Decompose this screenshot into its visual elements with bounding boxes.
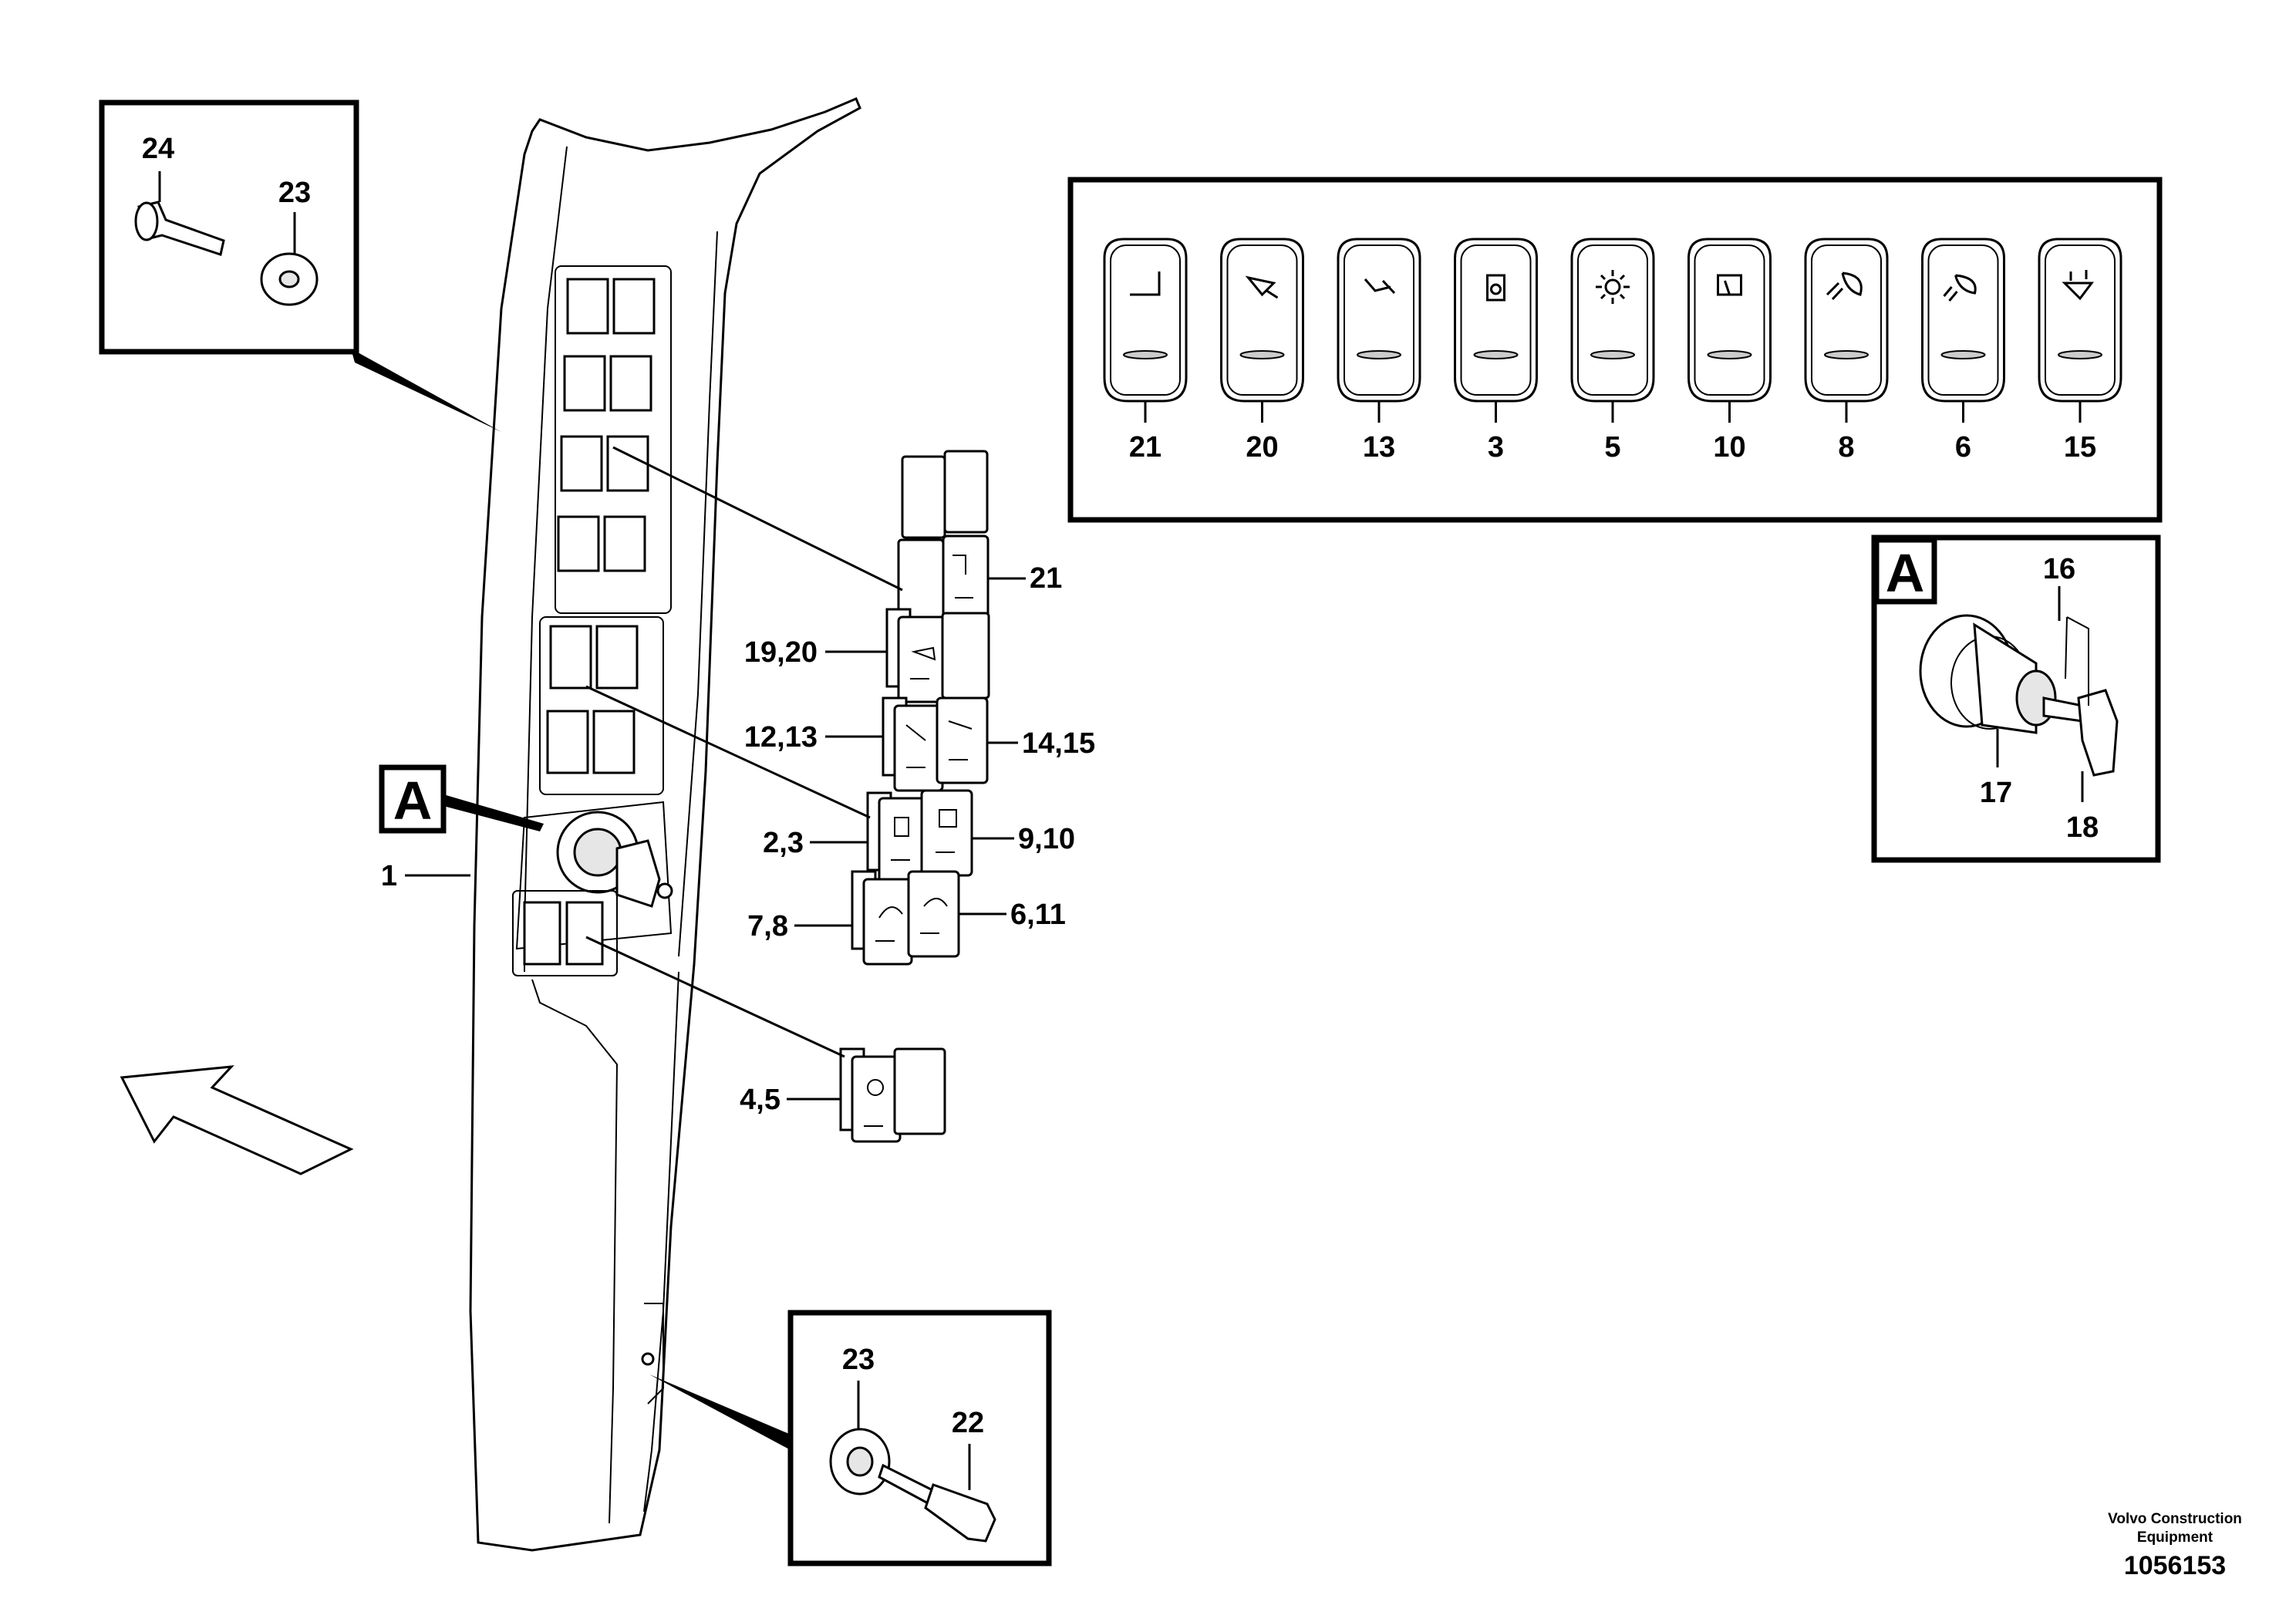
legend-switch-number: 20 <box>1246 431 1278 464</box>
detail-bolt-washer-top: 24 23 <box>99 99 501 432</box>
callout-12-13: 12,13 <box>744 721 818 754</box>
cab-lock-icon <box>1486 274 1505 302</box>
callout-2-3: 2,3 <box>763 827 804 859</box>
company-name-line-1: Volvo Construction <box>2108 1511 2242 1527</box>
callout-22: 22 <box>952 1407 984 1439</box>
legend-switch-number: 6 <box>1955 431 1971 464</box>
pillar-panel <box>469 97 861 1552</box>
leader-lines <box>405 446 1026 1101</box>
callout-1: 1 <box>381 860 397 892</box>
callout-18: 18 <box>2066 811 2099 844</box>
callout-6-11: 6,11 <box>1010 899 1066 931</box>
wiper-icon <box>1717 274 1742 296</box>
detail-a-marker: A <box>1886 543 1925 603</box>
detail-bolt-washer-bottom: 23 22 <box>649 1310 1052 1566</box>
pillar-switch-slots <box>546 278 656 774</box>
work-light-icon <box>1826 271 1863 301</box>
document-number: 1056153 <box>2123 1551 2227 1580</box>
callout-4-5: 4,5 <box>740 1084 781 1116</box>
legend-switch: 6 <box>1921 238 2005 464</box>
callout-17: 17 <box>1980 777 2012 809</box>
view-marker-a: A <box>379 764 544 834</box>
company-name-line-2: Equipment <box>2136 1529 2213 1546</box>
legend-switch-number: 15 <box>2064 431 2096 464</box>
callout-14-15: 14,15 <box>1022 727 1095 760</box>
view-direction-arrow-icon <box>120 1065 354 1175</box>
legend-switch: 8 <box>1804 238 1889 464</box>
legend-switches: 21 20 13 3 5 10 8 6 15 <box>1103 238 2122 464</box>
callout-7-8: 7,8 <box>747 910 788 943</box>
boom-float-icon <box>1364 278 1396 295</box>
legend-switch-number: 8 <box>1838 431 1854 464</box>
publisher-credit: Volvo Construction Equipment 1056153 <box>2082 1510 2267 1581</box>
legend-switch: 3 <box>1454 238 1538 464</box>
svg-text:A: A <box>393 771 433 831</box>
legend-switch: 13 <box>1337 238 1421 464</box>
exploded-switch-stack <box>839 450 990 1143</box>
callout-16: 16 <box>2043 553 2075 585</box>
callout-21-stack: 21 <box>1030 562 1062 595</box>
headlight-icon <box>1943 274 1977 302</box>
callout-23-top: 23 <box>278 177 311 209</box>
bucket-icon <box>1245 275 1279 299</box>
callout-23-bottom: 23 <box>842 1344 875 1376</box>
callout-24: 24 <box>142 133 174 165</box>
legend-switch: 5 <box>1570 238 1655 464</box>
legend-switch: 21 <box>1103 238 1188 464</box>
legend-switch-number: 3 <box>1488 431 1504 464</box>
blank-switch-icon <box>1130 271 1161 296</box>
attachment-lock-icon <box>2062 270 2094 301</box>
legend-switch: 10 <box>1687 238 1772 464</box>
callout-19-20: 19,20 <box>744 636 818 669</box>
legend-switch-number: 21 <box>1129 431 1161 464</box>
legend-switch: 20 <box>1220 238 1304 464</box>
legend-switch-number: 10 <box>1713 431 1745 464</box>
callout-9-10: 9,10 <box>1018 823 1075 855</box>
beacon-light-icon <box>1596 270 1630 304</box>
legend-switch: 15 <box>2038 238 2122 464</box>
legend-switch-number: 13 <box>1363 431 1395 464</box>
detail-a-ignition: A 16 17 18 <box>1871 534 2161 863</box>
legend-switch-number: 5 <box>1604 431 1620 464</box>
